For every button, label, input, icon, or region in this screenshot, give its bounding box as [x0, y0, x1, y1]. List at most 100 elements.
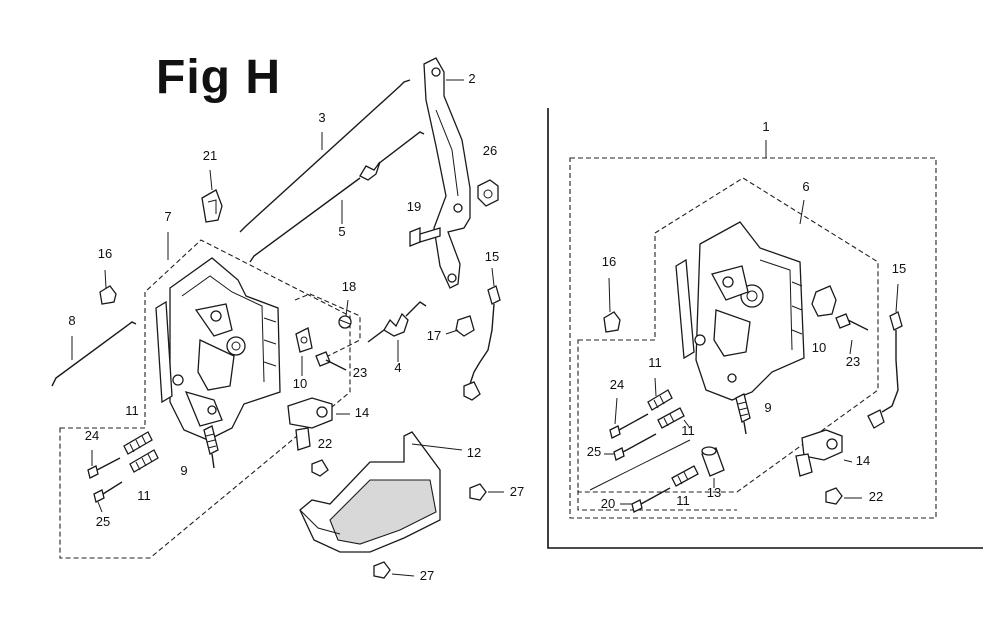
- callout-c11e: 11: [676, 493, 690, 508]
- spring-9-left: [203, 425, 219, 469]
- bracket-10-right: [811, 285, 837, 317]
- clip-16-right: [603, 311, 621, 333]
- leader-11-right-a: [654, 377, 657, 397]
- callout-c20: 20: [601, 496, 615, 511]
- callout-c11c: 11: [648, 355, 662, 370]
- callout-c27a: 27: [510, 484, 524, 499]
- callout-c14b: 14: [856, 453, 870, 468]
- rod-5-with-spring: [249, 131, 425, 263]
- callout-c23b: 23: [846, 354, 860, 369]
- screw-22-left: [311, 459, 329, 477]
- callout-c11d: 11: [681, 423, 695, 438]
- bolt-23-right: [835, 313, 869, 331]
- screw-22-right: [825, 487, 843, 505]
- spring-9-right: [735, 393, 751, 435]
- wire-15-left: [455, 285, 501, 401]
- callout-c22a: 22: [318, 436, 332, 451]
- callout-c18: 18: [342, 279, 356, 294]
- callout-c19: 19: [407, 199, 421, 214]
- leader-21: [209, 169, 213, 191]
- callout-c5: 5: [338, 224, 345, 239]
- leader-15-right: [895, 283, 899, 313]
- callout-c11a: 11: [125, 403, 139, 418]
- bolt-27-upper: [469, 483, 487, 501]
- lever-2: [423, 57, 471, 289]
- callout-c4: 4: [394, 360, 401, 375]
- callout-c17: 17: [427, 328, 441, 343]
- control-base-plate-right: [675, 221, 805, 401]
- callout-c10a: 10: [293, 376, 307, 391]
- callout-c2: 2: [468, 71, 475, 86]
- linkage-outline: [294, 293, 361, 361]
- callout-c23a: 23: [353, 365, 367, 380]
- callout-c27b: 27: [420, 568, 434, 583]
- clamp-21: [201, 189, 223, 223]
- callout-c21: 21: [203, 148, 217, 163]
- callout-c9b: 9: [764, 400, 771, 415]
- leader-23-right: [849, 339, 853, 355]
- callout-c26: 26: [483, 143, 497, 158]
- screw-19: [409, 227, 441, 247]
- bolt-25-right: [613, 433, 657, 461]
- assembly-13-outline: [577, 490, 737, 511]
- bolt-20-right: [631, 487, 671, 513]
- leader-14-right: [843, 459, 853, 463]
- springs-11-right: [647, 389, 699, 487]
- callout-c7: 7: [164, 209, 171, 224]
- bolt-24-right: [609, 413, 649, 439]
- leader-15-left: [491, 267, 495, 287]
- rod-3: [239, 79, 411, 233]
- bracket-10-left: [295, 327, 313, 353]
- spring-4: [367, 301, 427, 343]
- leader-24-right: [614, 397, 618, 425]
- figure-title: Fig H: [156, 51, 281, 104]
- callout-c24a: 24: [85, 428, 99, 443]
- callout-c14a: 14: [355, 405, 369, 420]
- bolt-24-left: [87, 457, 121, 479]
- callout-c3: 3: [318, 110, 325, 125]
- callout-c10b: 10: [812, 340, 826, 355]
- guide-line: [589, 439, 691, 491]
- callout-c16b: 16: [602, 254, 616, 269]
- leader-6: [799, 199, 805, 225]
- callout-c11b: 11: [137, 488, 151, 503]
- leader-27-lower: [391, 573, 415, 577]
- callout-c25a: 25: [96, 514, 110, 529]
- callout-c22b: 22: [869, 489, 883, 504]
- callout-c12: 12: [467, 445, 481, 460]
- leader-17: [445, 329, 459, 335]
- assembly-frame: [547, 108, 983, 549]
- leader-18: [345, 299, 349, 317]
- rod-8: [51, 321, 137, 387]
- springs-11-left: [123, 431, 159, 473]
- leader-16-left: [104, 269, 107, 289]
- assembly-1-outline: [569, 157, 937, 519]
- screw-18: [338, 315, 352, 329]
- leader-16-right: [608, 277, 611, 313]
- callout-c9a: 9: [180, 463, 187, 478]
- bolt-23-left: [315, 351, 347, 371]
- assembly-7-outline: [59, 239, 351, 559]
- callout-c15b: 15: [892, 261, 906, 276]
- leader-12: [411, 443, 463, 451]
- callout-c16a: 16: [98, 246, 112, 261]
- bolt-25-left: [93, 481, 123, 503]
- callout-c6: 6: [802, 179, 809, 194]
- wire-15-right: [867, 311, 903, 429]
- callout-c25b: 25: [587, 444, 601, 459]
- callout-c1: 1: [762, 119, 769, 134]
- leader-25-left: [97, 501, 103, 513]
- callout-c24b: 24: [610, 377, 624, 392]
- clip-16-left: [99, 285, 117, 305]
- control-base-plate-left: [155, 257, 281, 441]
- nut-26: [477, 179, 499, 207]
- callout-c15a: 15: [485, 249, 499, 264]
- leader-11-right-b: [683, 419, 691, 429]
- bolt-27-lower: [373, 561, 391, 579]
- switch-14-left: [287, 397, 333, 451]
- callout-labels: 1234567899101011111111111213141415151616…: [68, 71, 906, 583]
- callout-c13: 13: [707, 485, 721, 500]
- switch-14-right: [795, 429, 843, 477]
- assembly-6-outline: [577, 177, 879, 493]
